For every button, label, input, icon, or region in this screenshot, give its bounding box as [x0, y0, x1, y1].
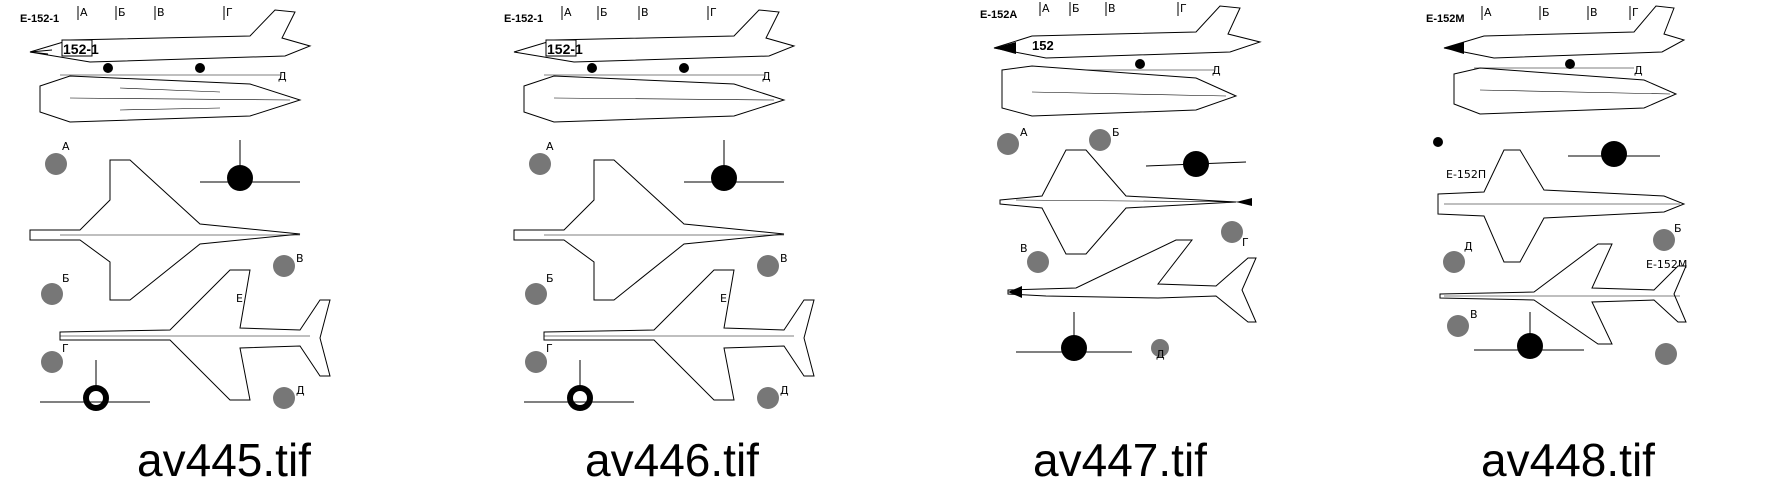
- extra-label: Е-152П: [1446, 168, 1486, 181]
- model-label: E-152A: [980, 9, 1017, 21]
- file-name[interactable]: av446.tif: [585, 434, 759, 486]
- section-mark: Г: [1180, 2, 1187, 15]
- file-name[interactable]: av445.tif: [137, 434, 311, 486]
- aircraft-drawing: E-152-1 А Б В Г 152-1 Д А Б В Г Д: [20, 6, 331, 411]
- section-mark: Д: [1464, 240, 1473, 253]
- model-label: E-152-1: [504, 13, 543, 25]
- section-mark: Б: [62, 272, 70, 285]
- section-mark: В: [1108, 2, 1116, 15]
- section-mark: Б: [1072, 2, 1080, 15]
- model-label: E-152-1: [20, 13, 59, 25]
- section-mark: А: [564, 6, 572, 19]
- section-mark: Б: [1112, 126, 1120, 139]
- section-mark: Г: [710, 6, 717, 19]
- section-mark: Е: [720, 292, 727, 305]
- section-mark: А: [1042, 2, 1050, 15]
- section-mark: Д: [278, 70, 287, 83]
- section-mark: Д: [1156, 348, 1165, 361]
- nose-number: 152-1: [63, 41, 99, 57]
- section-mark: Е: [236, 292, 243, 305]
- section-mark: Д: [296, 384, 305, 397]
- section-mark: А: [1020, 126, 1028, 139]
- section-mark: Д: [762, 70, 771, 83]
- section-mark: А: [62, 140, 70, 153]
- thumbnail-av447[interactable]: E-152A А Б В Г 152 Д А Б В Г Д av447: [896, 0, 1344, 500]
- section-mark: А: [546, 140, 554, 153]
- section-mark: Б: [546, 272, 554, 285]
- section-mark: В: [1590, 6, 1598, 19]
- section-mark: Г: [62, 342, 69, 355]
- section-mark: Б: [600, 6, 608, 19]
- section-mark: Д: [1212, 64, 1221, 77]
- section-mark: В: [641, 6, 649, 19]
- file-name[interactable]: av448.tif: [1481, 434, 1655, 486]
- section-mark: Д: [1634, 64, 1643, 77]
- nose-number: 152: [1032, 38, 1054, 53]
- aircraft-drawing: E-152-1 А Б В Г 152-1 Д А Б В Г Д Е: [504, 6, 815, 411]
- section-mark: Д: [780, 384, 789, 397]
- section-mark: В: [296, 252, 304, 265]
- model-label: E-152M: [1426, 13, 1465, 25]
- section-mark: А: [1484, 6, 1492, 19]
- section-mark: В: [1020, 242, 1028, 255]
- aircraft-drawing: E-152M А Б В Г Д Е-152П Д Б Е-152М В: [1426, 5, 1687, 365]
- thumbnail-av448[interactable]: E-152M А Б В Г Д Е-152П Д Б Е-152М В av4…: [1344, 0, 1792, 500]
- nose-number: 152-1: [547, 41, 583, 57]
- section-mark: Б: [1674, 222, 1682, 235]
- thumbnail-av445[interactable]: E-152-1 А Б В Г 152-1 Д А Б В Г Д: [0, 0, 448, 500]
- section-mark: Г: [546, 342, 553, 355]
- thumbnail-av446[interactable]: E-152-1 А Б В Г 152-1 Д А Б В Г Д Е: [448, 0, 896, 500]
- section-mark: А: [80, 6, 88, 19]
- section-mark: Б: [1542, 6, 1550, 19]
- section-mark: Г: [226, 6, 233, 19]
- section-mark: В: [157, 6, 165, 19]
- section-mark: В: [1470, 308, 1478, 321]
- section-mark: Б: [118, 6, 126, 19]
- aircraft-drawing: E-152A А Б В Г 152 Д А Б В Г Д: [980, 2, 1262, 361]
- section-mark: В: [780, 252, 788, 265]
- section-mark: Г: [1632, 6, 1639, 19]
- file-name[interactable]: av447.tif: [1033, 434, 1207, 486]
- section-mark: Г: [1242, 236, 1249, 249]
